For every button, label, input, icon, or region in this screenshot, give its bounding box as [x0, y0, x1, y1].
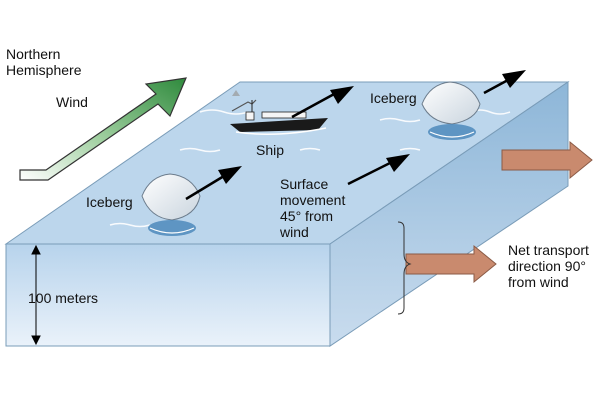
iceberg-icon: [141, 173, 201, 236]
wind-arrow: [19, 77, 187, 181]
movement-arrow: [483, 70, 526, 95]
net-transport-line-1: Net transport: [508, 242, 589, 258]
surface-movement-line-4: wind: [280, 224, 309, 240]
net-transport-arrow: [501, 140, 593, 180]
iceberg-icon: [421, 81, 481, 140]
movement-arrow: [291, 86, 354, 119]
ship-icon: [230, 90, 328, 135]
surface-movement-line-3: 45° from: [280, 208, 334, 224]
net-transport-line-2: direction 90°: [508, 258, 586, 274]
depth-label: 100 meters: [28, 290, 99, 306]
net-transport-arrow: [405, 244, 497, 284]
surface-movement-label: Surface movement 45° from wind: [280, 176, 345, 240]
net-transport-label: Net transport direction 90° from wind: [508, 242, 589, 290]
hemisphere-label: Northern Hemisphere: [6, 46, 81, 78]
surface-movement-line-2: movement: [280, 192, 346, 208]
movement-arrow: [347, 154, 410, 186]
net-transport-line-3: from wind: [508, 274, 569, 290]
sea-side-face: [329, 81, 569, 347]
iceberg-label: Iceberg: [370, 90, 417, 106]
surface-movement-line-1: Surface: [280, 176, 329, 192]
depth-marker: [31, 244, 41, 346]
movement-arrow: [185, 166, 242, 201]
wind-label: Wind: [56, 94, 88, 110]
depth-bracket: [397, 221, 412, 315]
hemisphere-line-1: Northern: [6, 46, 61, 62]
iceberg-label: Iceberg: [86, 194, 133, 210]
ship-label: Ship: [256, 142, 285, 158]
hemisphere-line-2: Hemisphere: [6, 62, 82, 78]
